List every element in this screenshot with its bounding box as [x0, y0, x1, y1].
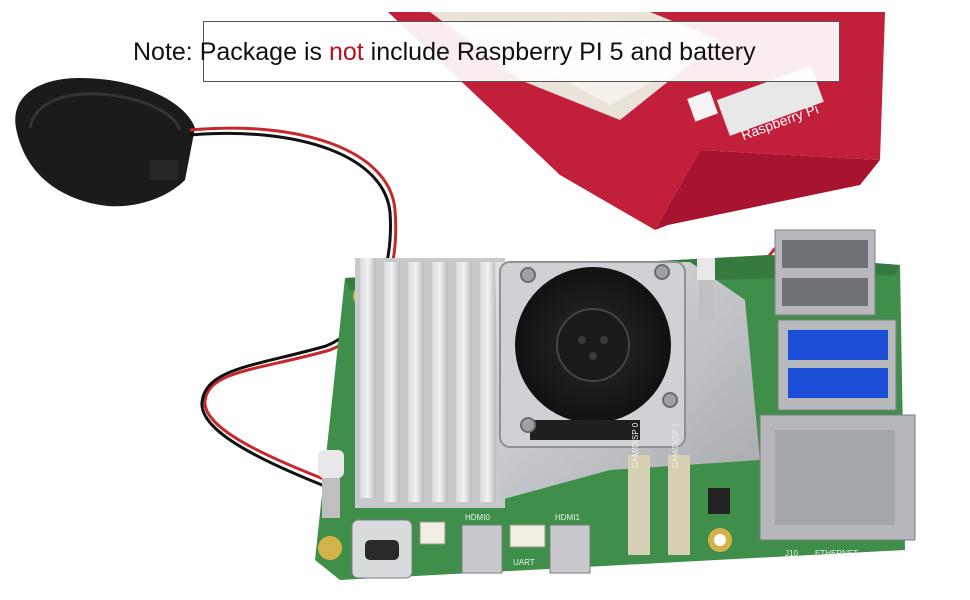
- label-cam0: CAM/DISP 0: [631, 422, 640, 468]
- spring-pins: [318, 258, 715, 518]
- battery-holder: [15, 78, 195, 207]
- label-ethernet: ETHERNET: [815, 549, 858, 558]
- board-silkscreen: HDMI0 HDMI1 UART CAM/DISP 0 CAM/DISP 1 J…: [465, 422, 858, 567]
- note-part2: include Raspberry PI 5 and battery: [363, 38, 756, 66]
- note-text: Note: Package is not include Raspberry P…: [133, 34, 756, 70]
- note-prefix: Note:: [133, 38, 200, 66]
- heatsink: [355, 258, 505, 508]
- note-part1: Package is: [199, 38, 329, 66]
- ethernet-port: [759, 414, 916, 541]
- blower-fan: [515, 267, 671, 440]
- label-uart: UART: [513, 558, 535, 567]
- label-cam1: CAM/DISP 1: [671, 422, 680, 468]
- label-j10: J10: [785, 549, 798, 558]
- note-emphasis: not: [328, 38, 364, 66]
- fan-screws: [520, 264, 678, 433]
- label-hdmi1: HDMI1: [555, 513, 580, 522]
- usb-ports: [774, 229, 897, 411]
- label-hdmi0: HDMI0: [465, 513, 490, 522]
- bottom-ports: [351, 455, 730, 579]
- note-banner: [203, 21, 840, 82]
